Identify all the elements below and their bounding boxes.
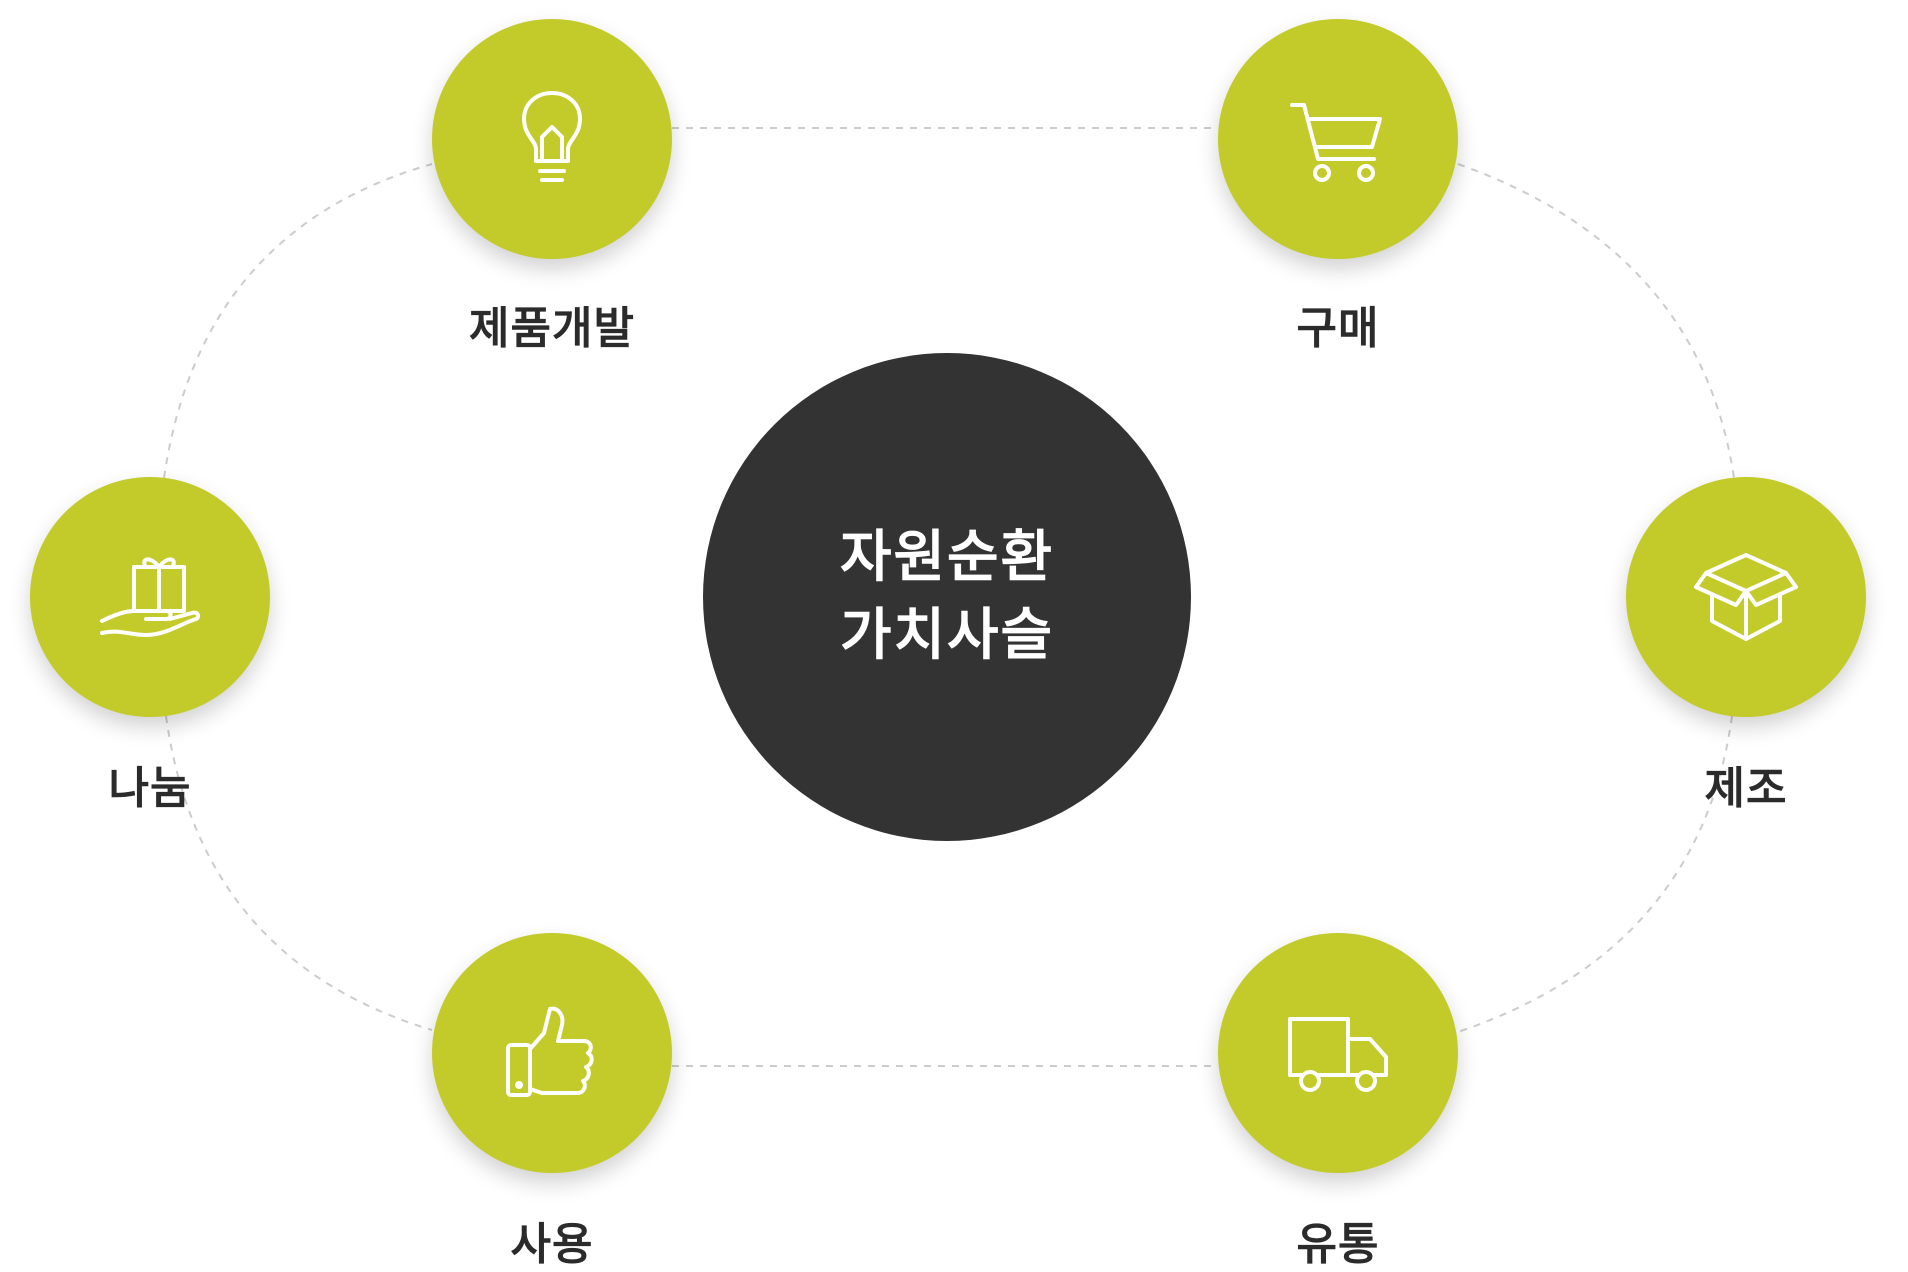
lightbulb-icon bbox=[522, 91, 582, 182]
node-product-development bbox=[432, 19, 672, 259]
node-label-purchase: 구매 bbox=[1296, 303, 1380, 354]
open-box-icon bbox=[1694, 553, 1798, 641]
node-label-manufacturing: 제조 bbox=[1704, 763, 1788, 814]
delivery-truck-icon bbox=[1288, 1017, 1388, 1092]
node-label-sharing: 나눔 bbox=[108, 763, 192, 814]
node-use bbox=[432, 933, 672, 1173]
shopping-cart-icon bbox=[1290, 103, 1382, 182]
node-label-use: 사용 bbox=[510, 1219, 594, 1270]
center-circle: 자원순환 가치사슬 bbox=[703, 353, 1191, 841]
node-sharing bbox=[30, 477, 270, 717]
connector-purchase-manufacturing bbox=[1457, 163, 1735, 479]
node-purchase bbox=[1218, 19, 1458, 259]
center-title-line2: 가치사슬 bbox=[839, 603, 1055, 668]
node-label-product-development: 제품개발 bbox=[469, 303, 635, 354]
node-distribution bbox=[1218, 933, 1458, 1173]
gift-in-hand-icon bbox=[100, 557, 201, 637]
node-label-distribution: 유통 bbox=[1296, 1219, 1380, 1270]
node-manufacturing bbox=[1626, 477, 1866, 717]
thumbs-up-icon bbox=[506, 1006, 594, 1097]
connector-manufacturing-distribution bbox=[1457, 715, 1733, 1033]
connector-sharing-development bbox=[163, 163, 433, 479]
center-title-line1: 자원순환 bbox=[839, 525, 1055, 590]
